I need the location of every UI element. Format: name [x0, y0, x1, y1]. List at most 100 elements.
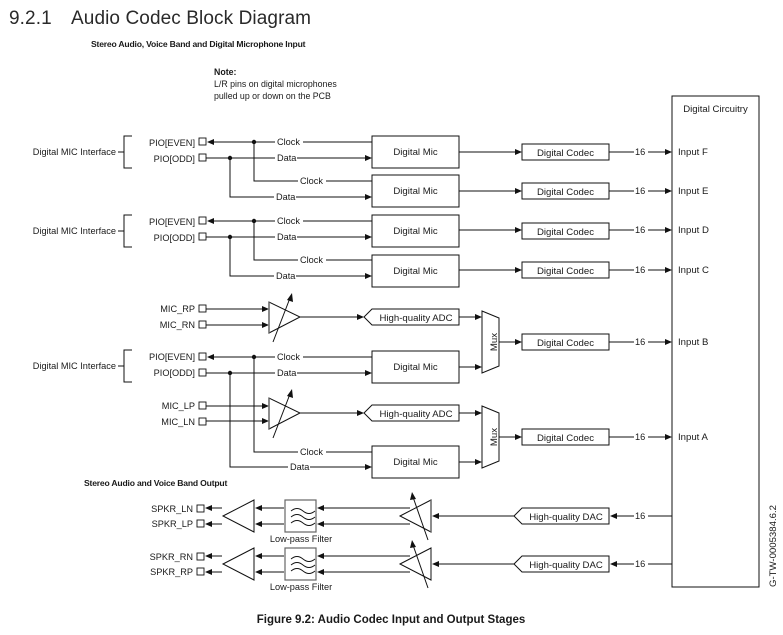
mux-label: Mux: [489, 333, 500, 351]
clock-label: Clock: [277, 216, 300, 226]
figure-caption: Figure 9.2: Audio Codec Input and Output…: [257, 614, 526, 626]
pin-odd-label: PIO[ODD]: [154, 368, 195, 378]
note-line-2: pulled up or down on the PCB: [214, 91, 331, 101]
pga-amplifier-icon: [268, 301, 302, 334]
digital-mic-blocks: Digital Mic Digital Mic Digital Mic Digi…: [371, 135, 460, 479]
signal-labels: Clock Data Clock Data Clock Data Clock D…: [274, 136, 326, 472]
spkr-ln-pad: [196, 504, 205, 513]
speaker-output-right: SPKR_RN SPKR_RP Low-pass Filter High-qua…: [150, 540, 672, 592]
digital-circuitry-title: Digital Circuitry: [683, 104, 748, 115]
digital-mic-c: [371, 254, 460, 288]
note-title: Note:: [214, 67, 237, 77]
codec-to-circuitry-buses: 16 16 16 16 16 16: [609, 146, 672, 442]
pin-odd-pad: [198, 232, 207, 241]
pin-odd-pad: [198, 368, 207, 377]
digital-codec-label: Digital Codec: [537, 338, 594, 349]
analog-mic-left-input: MIC_LP MIC_LN High-quality ADC: [161, 389, 482, 465]
data-label: Data: [276, 271, 296, 281]
spkr-rn-label: SPKR_RN: [150, 552, 193, 562]
mux-a: [481, 405, 500, 469]
spkr-lp-pad: [196, 519, 205, 528]
mic-lp-label: MIC_LP: [162, 401, 195, 411]
bus-width-label: 16: [635, 432, 645, 442]
pin-odd-pad: [198, 153, 207, 162]
spkr-rp-pad: [196, 567, 205, 576]
data-label: Data: [290, 462, 310, 472]
data-label: Data: [277, 153, 297, 163]
pin-even-label: PIO[EVEN]: [149, 217, 195, 227]
low-pass-filter-icon: [284, 547, 317, 581]
mux-label: Mux: [489, 428, 500, 446]
section-heading: 9.2.1 Audio Codec Block Diagram: [9, 8, 311, 30]
output-pga-icon: [398, 547, 432, 581]
input-d-label: Input D: [678, 225, 709, 236]
bus-width-label: 16: [635, 559, 645, 569]
digital-codec-label: Digital Codec: [537, 187, 594, 198]
digital-mic-a: [371, 445, 460, 479]
digital-mic-label: Digital Mic: [393, 186, 437, 197]
bus-width-label: 16: [635, 147, 645, 157]
note-line-1: L/R pins on digital microphones: [214, 79, 337, 89]
digital-mic-label: Digital Mic: [393, 147, 437, 158]
interface-label: Digital MIC Interface: [33, 147, 116, 157]
data-label: Data: [277, 368, 297, 378]
mic-ln-label: MIC_LN: [161, 417, 195, 427]
pin-even-label: PIO[EVEN]: [149, 138, 195, 148]
mic-rn-label: MIC_RN: [160, 320, 195, 330]
bus-width-label: 16: [635, 186, 645, 196]
input-e-label: Input E: [678, 186, 708, 197]
pin-even-label: PIO[EVEN]: [149, 352, 195, 362]
mic-rn-pad: [198, 320, 207, 329]
spkr-rp-label: SPKR_RP: [150, 567, 193, 577]
bus-width-label: 16: [635, 225, 645, 235]
adc-label: High-quality ADC: [379, 313, 452, 324]
input-f-label: Input F: [678, 147, 708, 158]
clock-label: Clock: [300, 176, 323, 186]
digital-codec-label: Digital Codec: [537, 148, 594, 159]
data-label: Data: [277, 232, 297, 242]
digital-codec-label: Digital Codec: [537, 266, 594, 277]
mux-b: [481, 310, 500, 374]
clock-label: Clock: [300, 255, 323, 265]
clock-label: Clock: [277, 137, 300, 147]
figure-id: G-TW-0005384.6.2: [768, 505, 779, 587]
adc-label: High-quality ADC: [379, 409, 452, 420]
dac-block: [513, 507, 610, 525]
pin-even-pad: [198, 137, 207, 146]
analog-mic-right-input: MIC_RP MIC_RN High-quality ADC: [160, 293, 482, 370]
input-section-title: Stereo Audio, Voice Band and Digital Mic…: [91, 39, 306, 49]
pin-even-pad: [198, 216, 207, 225]
digital-mic-label: Digital Mic: [393, 266, 437, 277]
mux-blocks: Mux Mux: [481, 310, 522, 469]
pin-odd-label: PIO[ODD]: [154, 154, 195, 164]
dac-block: [513, 555, 610, 573]
lpf-label: Low-pass Filter: [270, 534, 332, 544]
clock-label: Clock: [277, 352, 300, 362]
digital-codec-blocks: Digital Codec Digital Codec Digital Code…: [521, 143, 610, 446]
digital-mic-d: [371, 214, 460, 248]
bus-width-label: 16: [635, 337, 645, 347]
digital-mic-e: [371, 174, 460, 208]
section-title: Audio Codec Block Diagram: [71, 8, 312, 29]
output-driver-icon: [221, 547, 255, 581]
pin-even-pad: [198, 352, 207, 361]
digital-codec-label: Digital Codec: [537, 433, 594, 444]
data-label: Data: [276, 192, 296, 202]
input-a-label: Input A: [678, 432, 708, 443]
section-number: 9.2.1: [9, 8, 52, 29]
input-b-label: Input B: [678, 337, 708, 348]
bus-width-label: 16: [635, 511, 645, 521]
output-driver-icon: [221, 499, 255, 533]
interface-label: Digital MIC Interface: [33, 226, 116, 236]
digital-mic-interface-2: Digital MIC Interface PIO[EVEN] PIO[ODD]: [33, 214, 372, 279]
dac-label: High-quality DAC: [529, 512, 603, 523]
input-c-label: Input C: [678, 265, 709, 276]
mic-rp-pad: [198, 304, 207, 313]
output-section-title: Stereo Audio and Voice Band Output: [84, 478, 227, 488]
pga-amplifier-icon: [268, 397, 302, 430]
bus-width-label: 16: [635, 265, 645, 275]
digital-mic-interface-1: Digital MIC Interface PIO[EVEN] PIO[ODD]: [33, 135, 372, 200]
digital-mic-label: Digital Mic: [393, 362, 437, 373]
low-pass-filter-icon: [284, 499, 317, 533]
mic-lp-pad: [198, 401, 207, 410]
